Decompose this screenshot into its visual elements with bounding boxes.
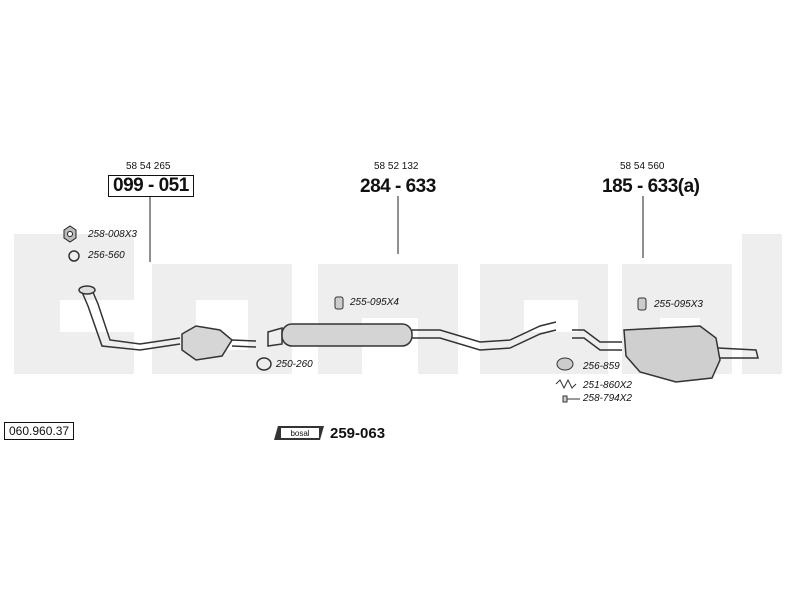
accessory-gasket-front-label: 256-560 [88, 250, 125, 261]
hanger-middle-icon [334, 296, 344, 310]
bolt-icon [562, 395, 580, 403]
accessory-hanger-middle-label: 255-095X4 [350, 297, 399, 308]
part-number-front: 099 - 051 [108, 175, 194, 197]
kit-number: 259-063 [330, 425, 386, 442]
gasket-front-icon [68, 250, 80, 262]
part-number-middle: 284 - 633 [360, 176, 436, 197]
reference-number: 060.960.37 [4, 422, 75, 440]
middle-silencer [267, 321, 557, 351]
accessory-spring-label: 251-860X2 [583, 380, 632, 391]
gasket-rear-icon [556, 357, 574, 371]
accessory-nut-label: 258-008X3 [88, 229, 137, 240]
accessory-gasket-rear-label: 256-859 [583, 361, 620, 372]
svg-text:bosal: bosal [290, 429, 309, 438]
accessory-hanger-rear-label: 255-095X3 [654, 299, 703, 310]
oem-number-middle: 58 52 132 [374, 161, 419, 172]
bosal-kit-logo: bosal [274, 426, 324, 440]
rear-silencer [572, 325, 759, 383]
oem-number-rear: 58 54 560 [620, 161, 665, 172]
accessory-bolt-label: 258-794X2 [583, 393, 632, 404]
hanger-rear-icon [637, 297, 647, 311]
clamp-front-icon [256, 357, 272, 371]
spring-icon [555, 378, 577, 390]
front-downpipe-with-catalyst [78, 285, 257, 361]
accessory-clamp-label: 250-260 [276, 359, 313, 370]
part-number-rear: 185 - 633(a) [602, 176, 700, 197]
nut-icon [63, 225, 77, 243]
oem-number-front: 58 54 265 [126, 161, 171, 172]
